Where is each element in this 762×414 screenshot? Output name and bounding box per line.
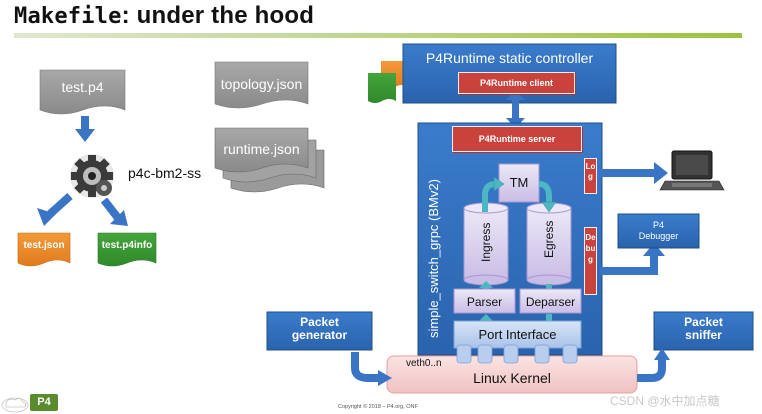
p4-logo (1, 394, 58, 413)
deparser-box (519, 288, 582, 314)
p4runtime-client-box: P4Runtime client (458, 72, 575, 94)
packet-sniffer-label: Packet sniffer (684, 315, 723, 342)
egress-cylinder (526, 202, 572, 286)
copyright-footer: Copyright © 2018 – P4.org, ONF (338, 404, 418, 410)
csdn-watermark: CSDN @水中加点糖 (610, 394, 720, 408)
title-code: Makefile (14, 4, 122, 29)
gear-icon (70, 154, 114, 198)
veth-label: veth0..n (406, 358, 442, 369)
doc-topology (214, 61, 309, 109)
topology-filename: topology.json (220, 76, 303, 92)
controller-title: P4Runtime static controller (425, 50, 594, 66)
debug-box: Debug (584, 227, 597, 295)
switch-box (417, 122, 603, 356)
debugger-label: P4 Debugger (638, 220, 679, 241)
parser-box (453, 288, 516, 314)
log-box: Log (584, 158, 597, 194)
doc-test-p4-label-wrap: test.p4 (40, 70, 125, 100)
title-rest: : under the hood (121, 2, 315, 29)
title-underline (14, 33, 742, 38)
tm-box (498, 163, 540, 203)
arrow-kernel-to-sniffer (637, 358, 666, 382)
output-json-filename: test.json (23, 240, 65, 251)
ingress-cylinder (463, 202, 509, 286)
arrow-log-to-laptop (600, 162, 668, 184)
switch-name: simple_switch_grpc (BMv2) (426, 179, 441, 338)
linux-kernel-label: Linux Kernel (473, 370, 551, 386)
egress-label: Egress (542, 220, 556, 258)
doc-runtime (214, 127, 309, 173)
packet-sniffer-box (653, 311, 754, 351)
arrow-tm-to-egress (538, 181, 552, 204)
page-title: Makefile: under the hood (14, 2, 314, 30)
doc-runtime-label-wrap: runtime.json (215, 128, 308, 158)
port-interface-label: Port Interface (478, 327, 557, 342)
doc-test-json (17, 232, 71, 267)
debugger-box (617, 213, 700, 249)
source-filename: test.p4 (61, 79, 104, 95)
deparser-label: Deparser (525, 295, 576, 309)
controller-doc-green (368, 73, 396, 103)
tm-label: TM (509, 175, 529, 190)
arrow-compiler-to-json (37, 193, 73, 226)
laptop-icon (659, 150, 725, 191)
runtime-filename: runtime.json (223, 141, 300, 157)
doc-test-p4 (39, 69, 126, 115)
parser-label: Parser (466, 295, 503, 309)
ingress-label: Ingress (479, 222, 493, 262)
p4runtime-server-box: P4Runtime server (452, 126, 582, 152)
packet-generator-label: Packet generator (291, 315, 348, 342)
doc-topology-label-wrap: topology.json (215, 62, 308, 92)
p4-logo-text: P4 (37, 396, 51, 408)
compiler-label: p4c-bm2-ss (128, 165, 202, 181)
arrow-source-to-compiler (75, 116, 95, 142)
arrow-debug-to-debugger (600, 243, 665, 275)
arrow-generator-to-kernel (351, 352, 380, 382)
arrow-compiler-to-p4info (100, 197, 128, 226)
output-p4info-filename: test.p4info (101, 240, 153, 251)
port-tabs (456, 344, 578, 364)
doc-test-p4info (97, 232, 157, 267)
packet-generator-box (266, 311, 373, 351)
